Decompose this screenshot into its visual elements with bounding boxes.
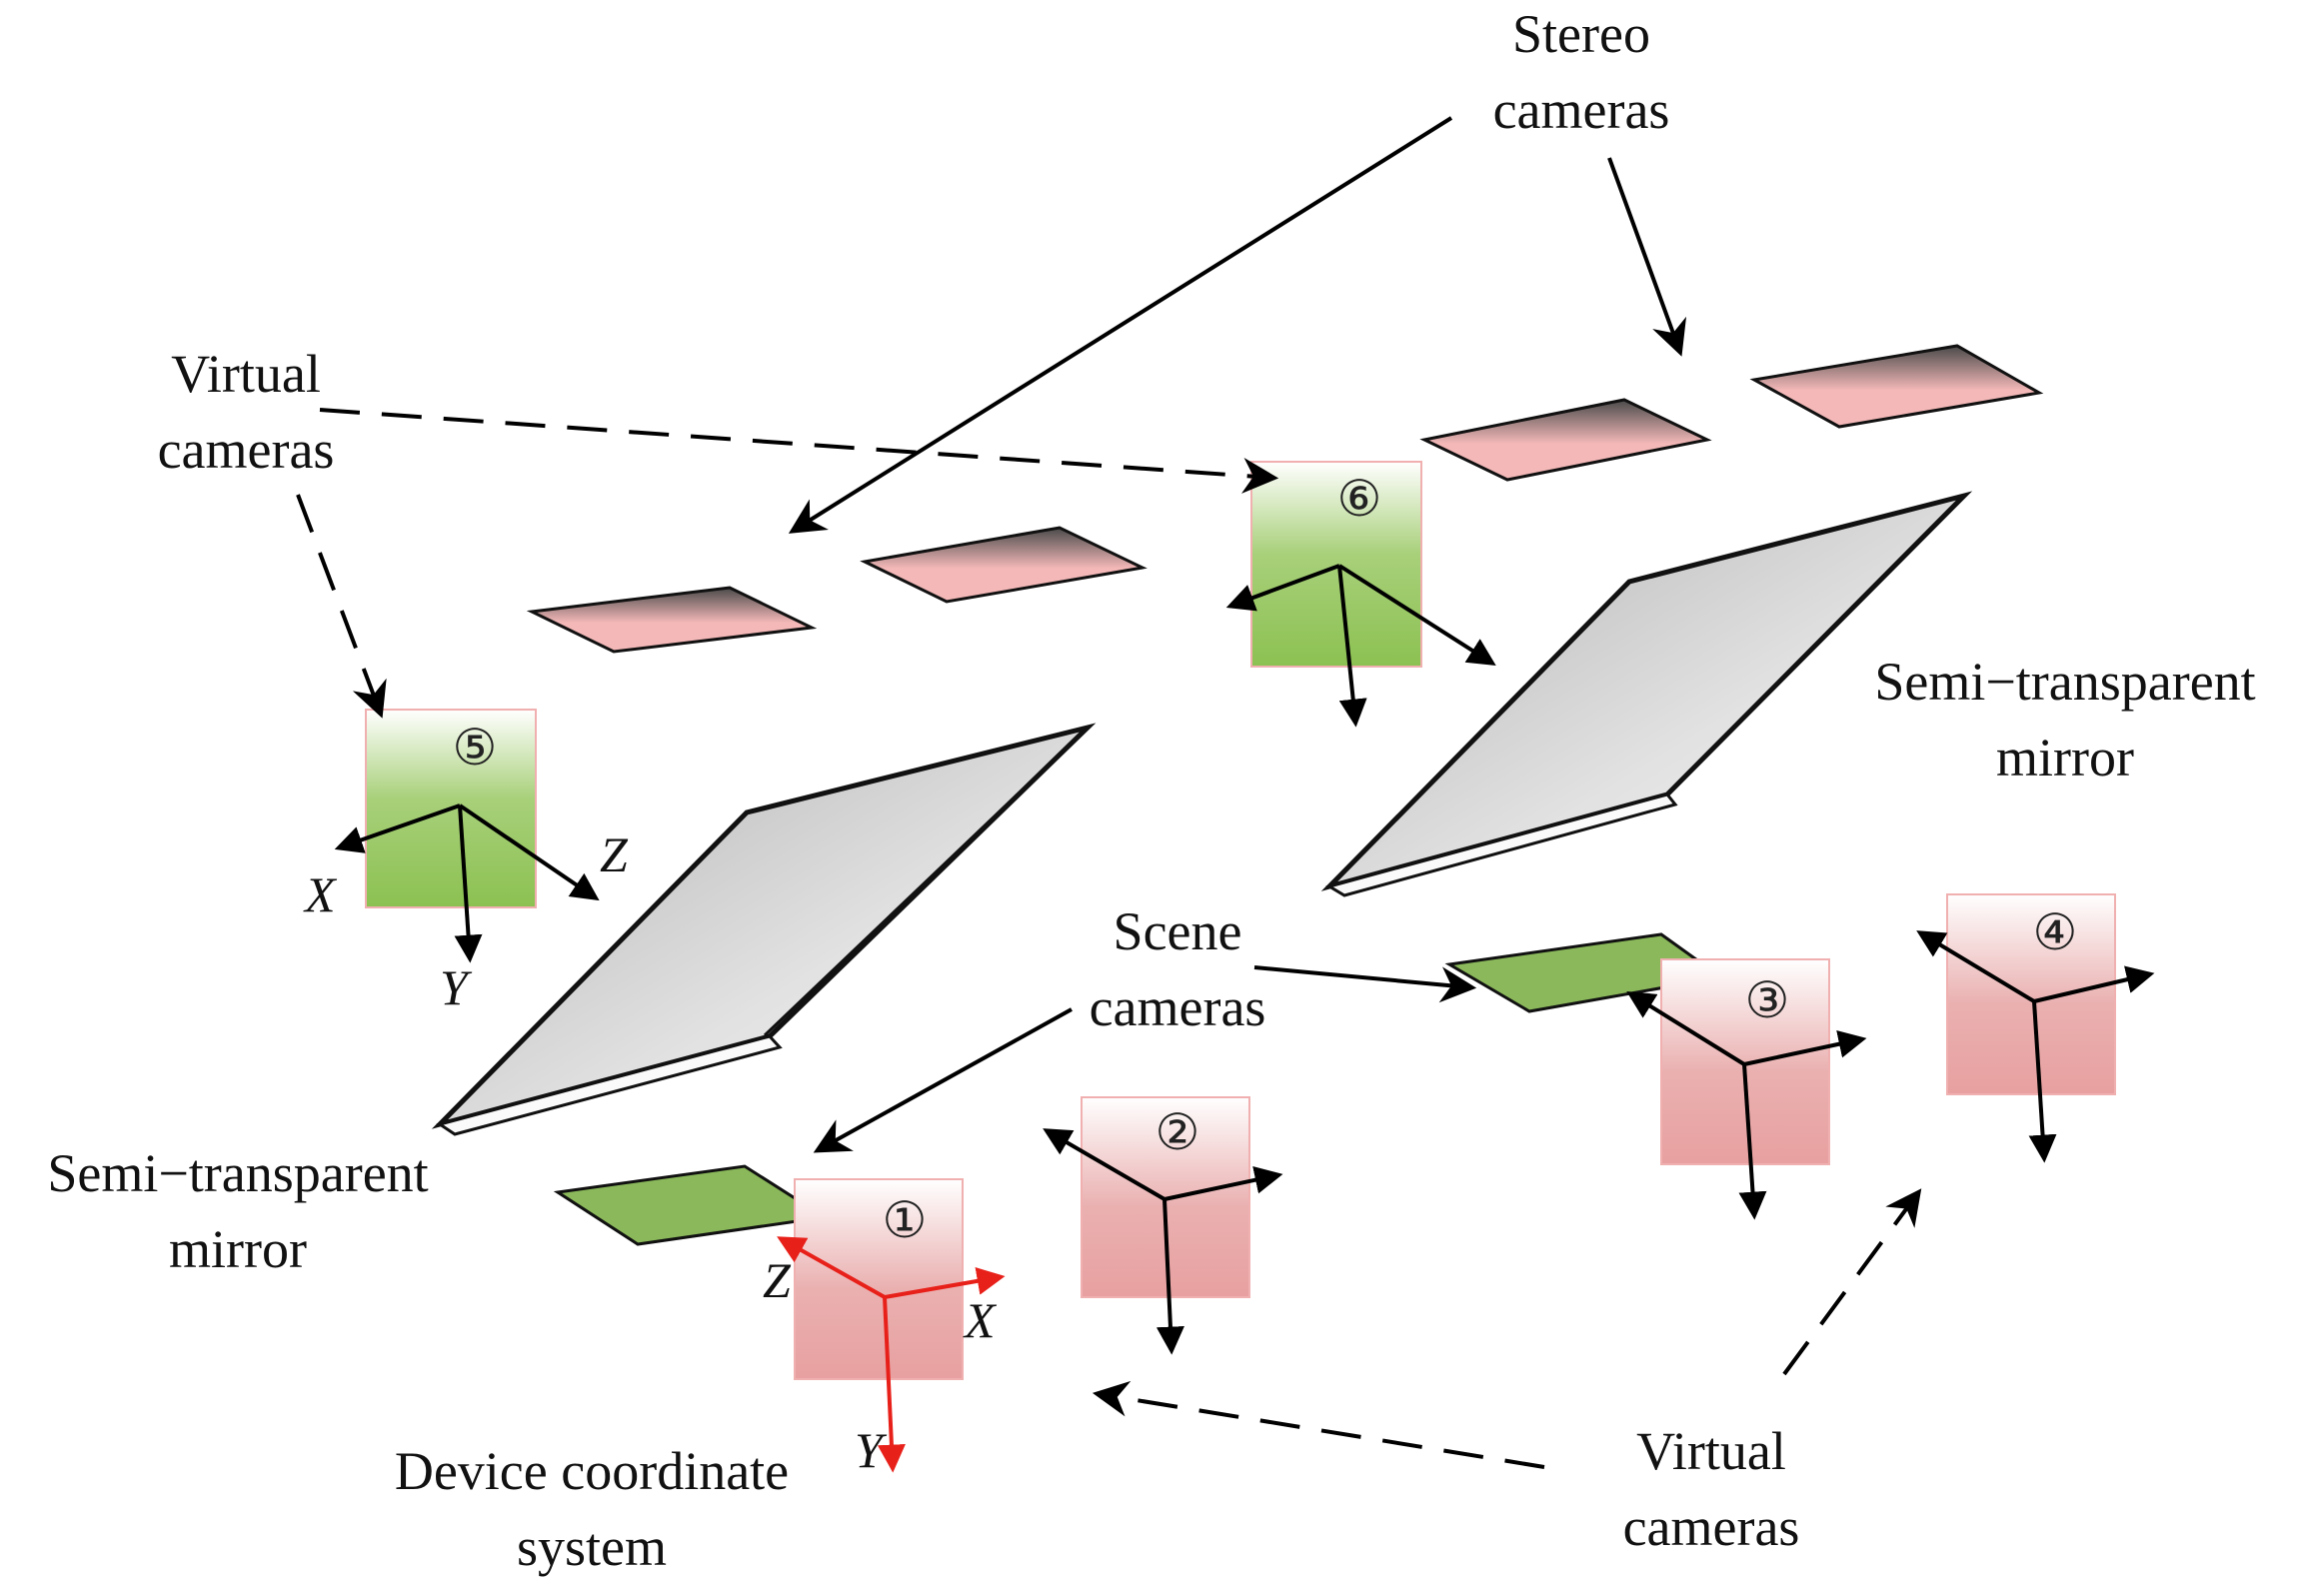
virtual-camera-2: ②	[1043, 1096, 1283, 1355]
label-scene-cameras: Scene cameras	[1090, 901, 1266, 1037]
label-stereo-cameras-line2: cameras	[1493, 80, 1670, 140]
label-scene-cameras-line2: cameras	[1090, 977, 1266, 1037]
cam1-x-axis-label: X	[963, 1292, 998, 1348]
label-virtual-cameras-top-line1: Virtual	[171, 344, 321, 404]
stereo-plate-3	[1419, 398, 1712, 482]
camera-1-number: ①	[883, 1191, 928, 1249]
camera-5-number: ⑤	[453, 719, 498, 777]
scene-arrow-right	[1253, 965, 1477, 1003]
virtual-camera-3: ③	[1626, 958, 1867, 1220]
label-virtual-cameras-top-line2: cameras	[158, 420, 335, 480]
label-semi-mirror-right-line2: mirror	[1996, 728, 2134, 788]
label-semi-mirror-right-line1: Semi−transparent	[1874, 652, 2255, 712]
scene-plate-left	[553, 1164, 830, 1246]
label-semi-mirror-left-line1: Semi−transparent	[47, 1143, 428, 1203]
stereo-plate-4	[1749, 344, 2044, 429]
label-stereo-cameras-line1: Stereo	[1512, 4, 1650, 64]
virtual-camera-1: ① Z X Y	[763, 1178, 1006, 1478]
callout-arrows	[296, 116, 1922, 1469]
stereo-plate-1	[526, 586, 818, 654]
cam1-y-axis-label: Y	[855, 1422, 888, 1478]
stereo-camera-plates	[526, 344, 2044, 654]
label-virtual-cameras-top: Virtual cameras	[158, 344, 335, 480]
label-virtual-cameras-bottom-line2: cameras	[1623, 1497, 1800, 1557]
camera-3-number: ③	[1745, 971, 1790, 1029]
stereo-arrow-left	[788, 116, 1453, 534]
mirror-right	[1320, 491, 1973, 897]
camera-4-number: ④	[2033, 903, 2078, 961]
scene-camera-plates	[553, 932, 1725, 1246]
cam5-z-axis-label: Z	[600, 826, 629, 882]
label-virtual-cameras-bottom-line1: Virtual	[1636, 1421, 1786, 1481]
label-device-coordinate-line1: Device coordinate	[395, 1441, 789, 1501]
virtual-top-arrow-6	[319, 408, 1279, 494]
virtual-bottom-arrow-2	[1092, 1380, 1545, 1469]
stereo-arrow-right	[1607, 157, 1687, 357]
label-semi-mirror-left-line2: mirror	[169, 1219, 307, 1279]
stereo-plate-2	[860, 526, 1148, 604]
label-scene-cameras-line1: Scene	[1114, 901, 1242, 961]
label-semi-mirror-right: Semi−transparent mirror	[1874, 652, 2255, 788]
label-semi-mirror-left: Semi−transparent mirror	[47, 1143, 428, 1279]
virtual-camera-5: ⑤ X Z Y	[303, 709, 629, 1015]
camera-6-number: ⑥	[1337, 470, 1382, 528]
virtual-top-arrow-5	[296, 494, 387, 719]
camera-2-number: ②	[1155, 1103, 1200, 1161]
virtual-camera-6: ⑥	[1225, 461, 1496, 728]
virtual-bottom-arrow-34	[1782, 1188, 1922, 1376]
label-virtual-cameras-bottom: Virtual cameras	[1623, 1421, 1800, 1557]
mirror-left	[431, 723, 1097, 1136]
scene-arrow-left	[813, 1007, 1073, 1153]
label-device-coordinate-system: Device coordinate system	[395, 1441, 789, 1577]
label-stereo-cameras: Stereo cameras	[1493, 4, 1670, 140]
cam5-x-axis-label: X	[303, 866, 338, 922]
cam1-z-axis-label: Z	[763, 1252, 792, 1308]
virtual-camera-4: ④	[1916, 893, 2155, 1163]
cam5-y-axis-label: Y	[440, 959, 473, 1015]
label-device-coordinate-line2: system	[517, 1517, 667, 1577]
